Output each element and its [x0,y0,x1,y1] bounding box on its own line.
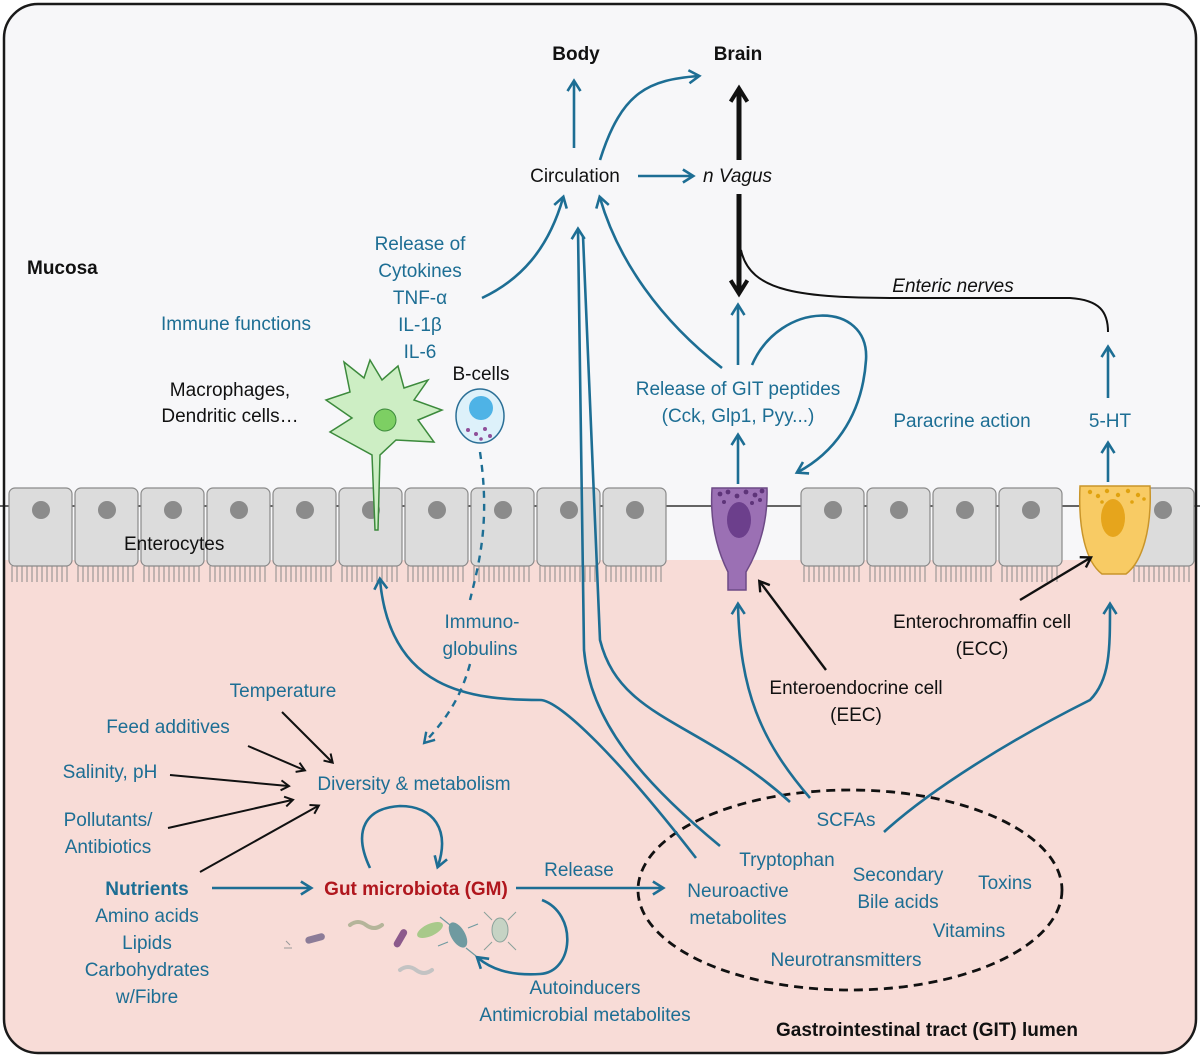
enterocyte-cell [998,487,1063,582]
pointer-eec [757,579,827,671]
arrow-pollutants [167,795,295,829]
nutrients-line-1: Amino acids [95,906,199,927]
pollutants-line-1: Pollutants/ [64,810,153,831]
enterocyte-cell [272,487,337,582]
nutrients-title: Nutrients [105,879,188,900]
arrow-tryptophan-to-circulation [570,226,721,848]
secondary-bile-line-2: Bile acids [857,892,938,913]
tryptophan-label: Tryptophan [739,850,834,871]
arrow-salinity [169,774,291,792]
enterocyte-cell [470,487,535,582]
arrow-peptides-to-circulation [595,194,723,370]
enteric-nerves-label: Enteric nerves [892,276,1014,297]
b-cells-label: B-cells [452,364,509,385]
enterocyte-cell [8,487,73,582]
arrow-paracrine-loop [750,314,868,475]
enterocyte-cell [206,487,271,582]
arrow-scfas-to-eec [730,601,811,799]
arrow-autoinducers-loop [475,898,569,976]
metabolites-pool-ellipse [636,788,1064,992]
enterocyte-cell [74,487,139,582]
nutrients-line-4: w/Fibre [115,987,178,1008]
eec-label-1: Enteroendocrine cell [769,678,942,699]
diversity-label: Diversity & metabolism [317,774,510,795]
neuroactive-line-1: Neuroactive [687,881,788,902]
git-peptides-line-2: (Cck, Glp1, Pyy...) [662,406,815,427]
arrow-bile-to-ecc [883,601,1118,833]
vagus-label: n Vagus [703,166,773,187]
macrophages-label-1: Macrophages, [170,380,290,401]
feed-additives-label: Feed additives [106,717,230,738]
enteroendocrine-cell [710,487,768,591]
enterocyte-cell [536,487,601,582]
gut-microbiota-label: Gut microbiota (GM) [324,879,508,900]
arrow-cytokines-to-circulation [481,194,568,300]
enterocyte-cell [404,487,469,582]
nutrients-line-2: Lipids [122,933,172,954]
mucosa-background [0,0,1200,560]
b-cell [455,388,505,444]
cytokines-line-2: Cytokines [378,261,461,282]
autoinducers-line-1: Autoinducers [530,978,641,999]
arrow-immunoglobulins-to-diversity [422,663,472,745]
scfas-label: SCFAs [816,810,875,831]
mucosa-label: Mucosa [27,258,98,279]
arrow-nutrients-to-diversity [199,804,321,873]
brain-label: Brain [714,44,763,65]
enteric-nerve-line [740,249,1109,333]
ecc-label-2: (ECC) [956,639,1009,660]
arrow-scfas-to-circulation [581,235,791,803]
nutrients-line-3: Carbohydrates [85,960,210,981]
temperature-label: Temperature [230,681,337,702]
ecc-label-1: Enterochromaffin cell [893,612,1071,633]
cytokines-line-3: TNF-α [393,288,447,309]
cytokines-line-1: Release of [375,234,467,255]
enterocyte-cell [140,487,205,582]
body-label: Body [552,44,600,65]
serotonin-label: 5-HT [1089,411,1132,432]
enterocyte-cell [932,487,997,582]
arrows [167,69,1118,976]
neurotransmitters-label: Neurotransmitters [771,950,922,971]
git-peptides-line-1: Release of GIT peptides [636,379,841,400]
vitamins-label: Vitamins [933,921,1006,942]
immune-functions-label: Immune functions [161,314,311,335]
arrow-gm-self-loop [360,804,448,870]
enterocyte-cell [800,487,865,582]
enterocyte-layer [0,487,1200,582]
labels: Mucosa Gastrointestinal tract (GIT) lume… [27,44,1131,1041]
pollutants-line-2: Antibiotics [65,837,152,858]
immunoglobulins-line-2: globulins [443,639,518,660]
salinity-label: Salinity, pH [63,762,158,783]
enterocytes-label: Enterocytes [124,534,224,555]
toxins-label: Toxins [978,873,1032,894]
neuroactive-line-2: metabolites [689,908,786,929]
dendritic-cell [324,358,445,531]
arrow-metabolites-to-dendritic [373,576,698,859]
macrophages-label-2: Dendritic cells… [161,406,298,427]
microbe-illustration [284,911,517,975]
lumen-label: Gastrointestinal tract (GIT) lumen [776,1020,1078,1041]
arrow-feed-additives [247,745,307,773]
enterochromaffin-cell [1078,485,1151,575]
arrow-bcell-immunoglobulins [468,451,486,601]
enterocyte-cell [866,487,931,582]
release-label: Release [544,860,614,881]
paracrine-label: Paracrine action [893,411,1030,432]
cytokines-line-4: IL-1β [398,315,442,336]
immunoglobulins-line-1: Immuno- [445,612,520,633]
arrow-temperature [281,711,335,765]
secondary-bile-line-1: Secondary [853,865,944,886]
enterocyte-cell [602,487,667,582]
autoinducers-line-2: Antimicrobial metabolites [479,1005,690,1026]
eec-label-2: (EEC) [830,705,882,726]
circulation-label: Circulation [530,166,620,187]
pointer-ecc [1019,555,1093,602]
cytokines-line-5: IL-6 [404,342,437,363]
arrow-circulation-to-brain [598,69,702,161]
